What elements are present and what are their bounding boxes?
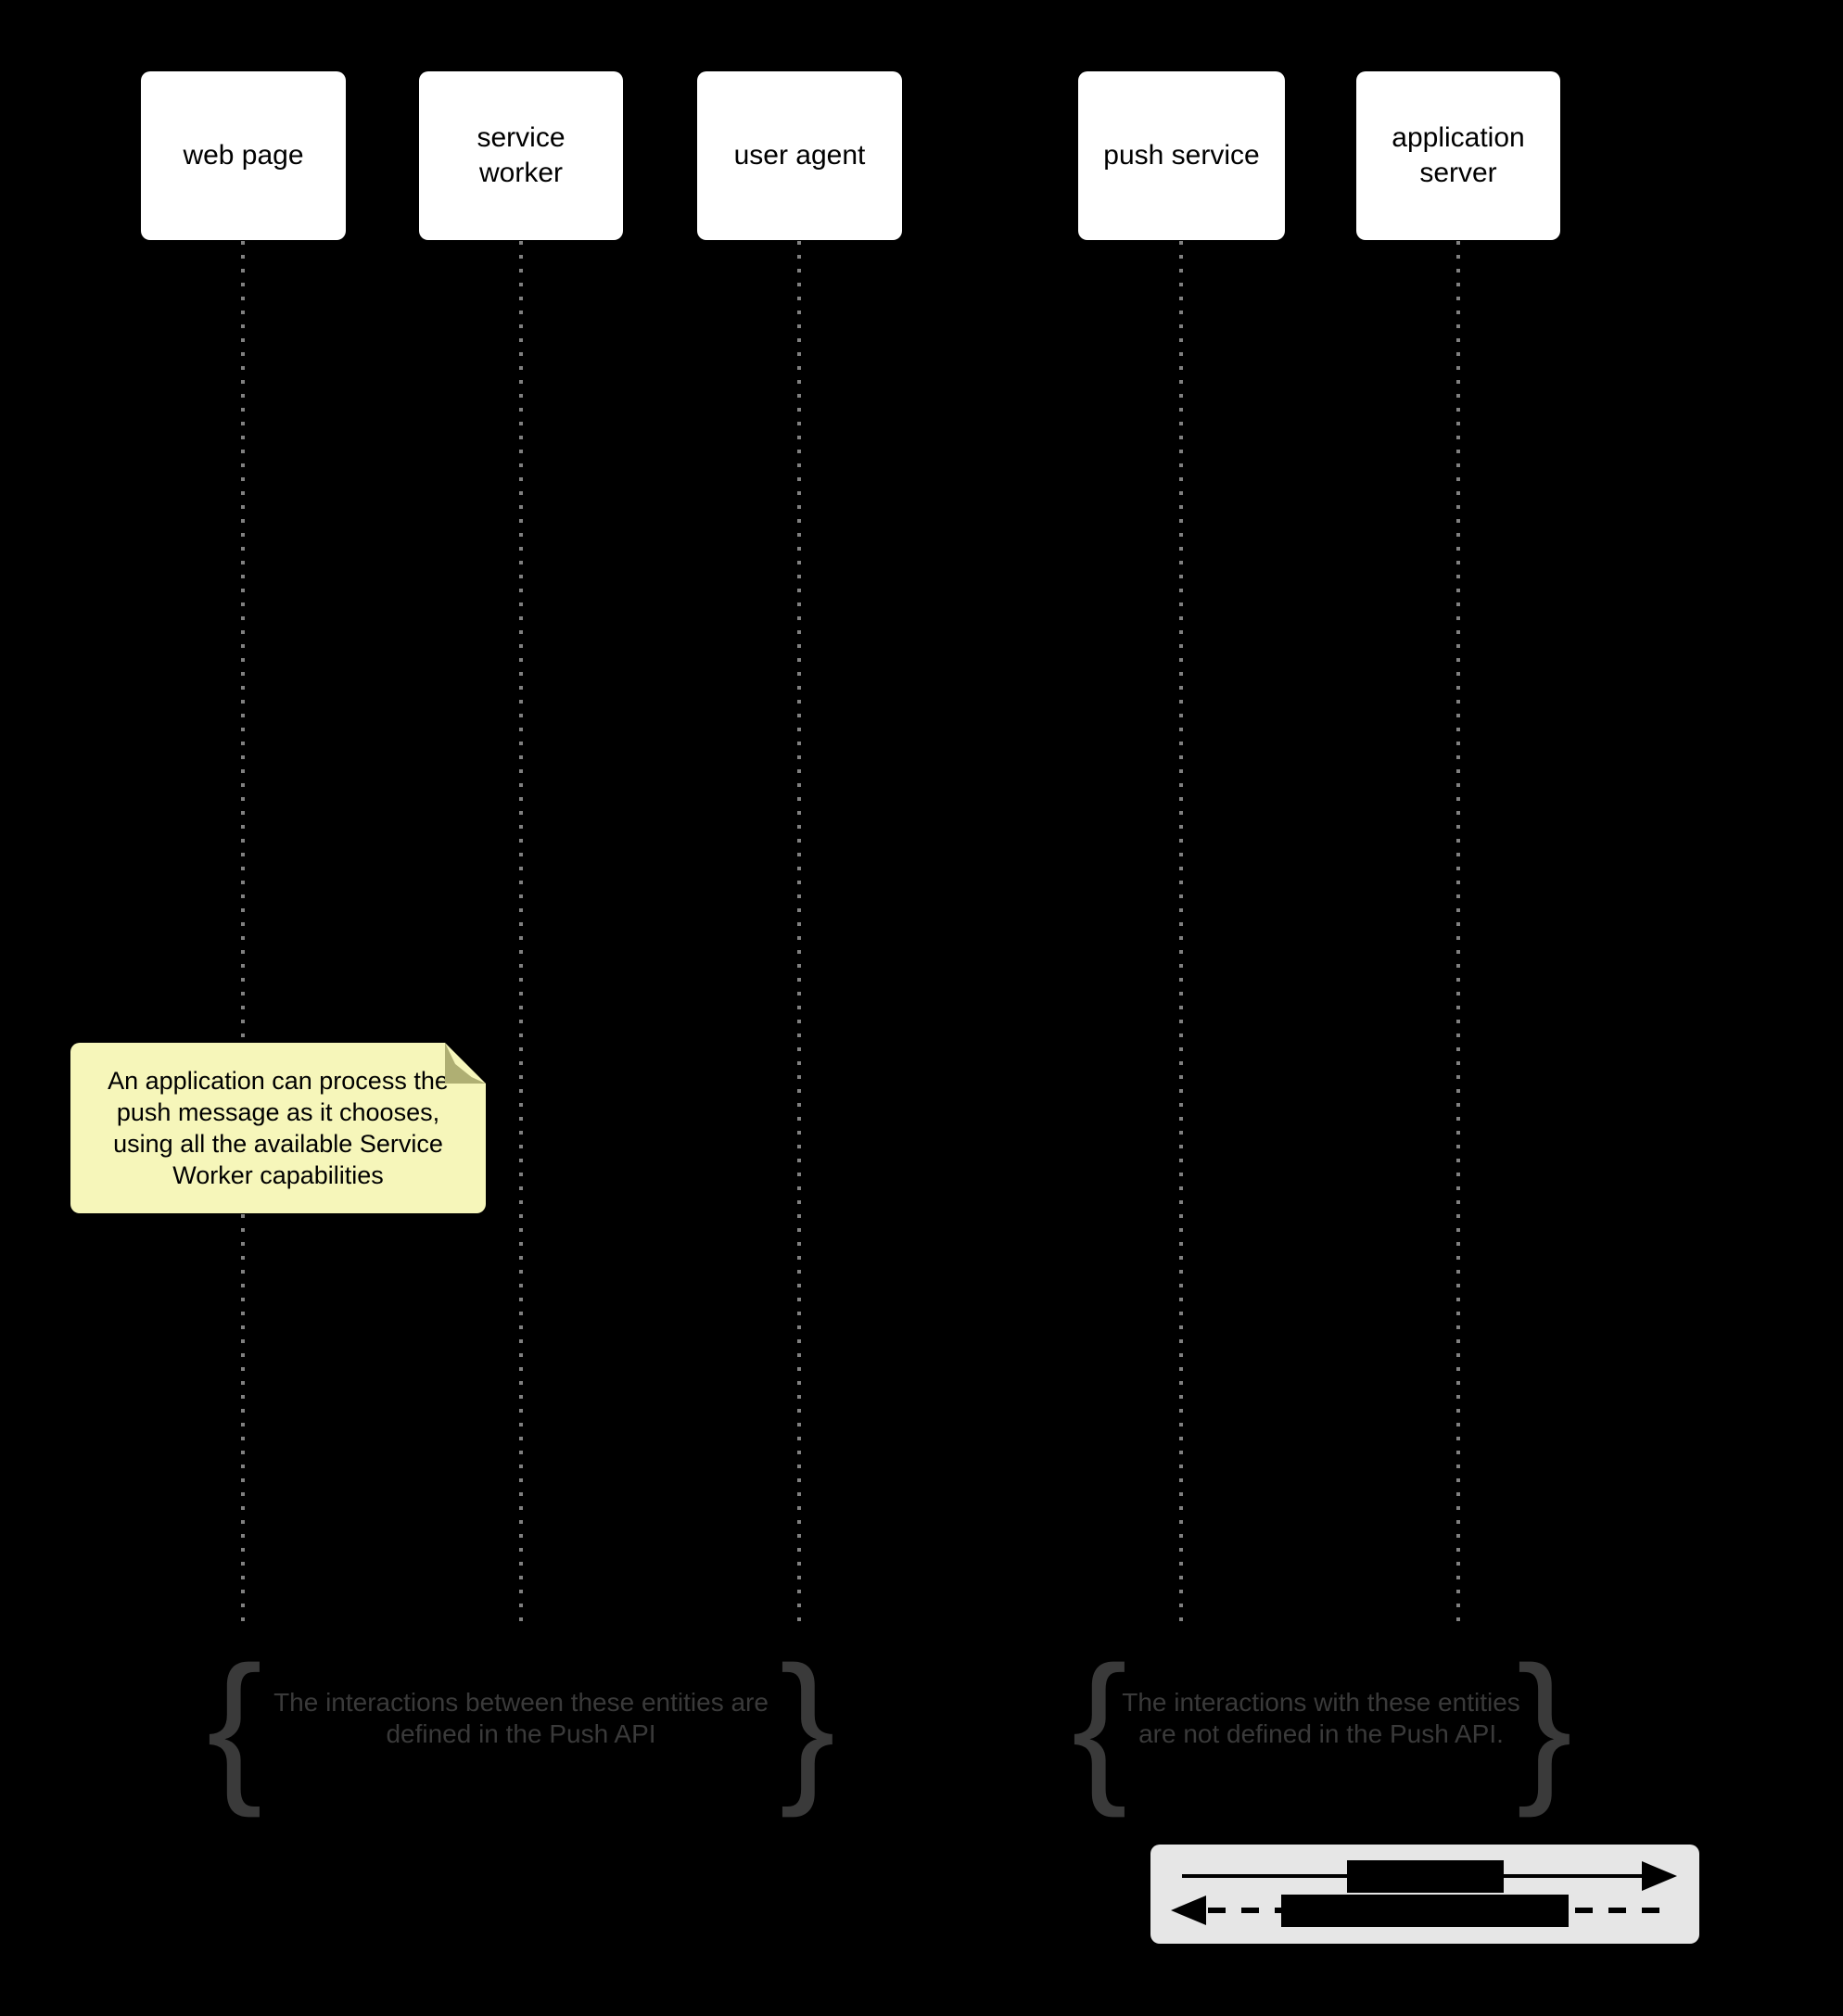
solid-arrow-right-icon	[1642, 1861, 1677, 1891]
lifeline-user-agent	[797, 241, 801, 1629]
lifeline-web-page	[241, 241, 245, 1629]
note-line: using all the available Service	[113, 1130, 443, 1158]
actor-label: worker	[478, 158, 563, 188]
annotation-line: The interactions with these entities	[1122, 1688, 1520, 1717]
legend-row1-redacted-label-block	[1347, 1860, 1504, 1893]
note-line: An application can process the	[108, 1067, 449, 1095]
brace-close-left-group: }	[779, 1632, 836, 1819]
annotation-line: are not defined in the Push API.	[1138, 1719, 1504, 1748]
annotation-line: The interactions between these entities …	[273, 1688, 769, 1717]
lifeline-application-server	[1456, 241, 1460, 1629]
actor-label: server	[1419, 158, 1497, 188]
actor-label: push service	[1103, 140, 1260, 171]
actor-label: user agent	[733, 140, 866, 171]
note-line: Worker capabilities	[172, 1161, 384, 1189]
lifeline-service-worker	[519, 241, 523, 1629]
dashed-arrow-left-icon	[1171, 1896, 1206, 1925]
annotation-line: defined in the Push API	[386, 1719, 656, 1748]
brace-open-left-group: {	[206, 1632, 263, 1819]
annotation-push-api-not-defined: The interactions with these entities are…	[1061, 1687, 1581, 1750]
note-text: An application can process the push mess…	[70, 1043, 486, 1191]
brace-open-right-group: {	[1071, 1632, 1128, 1819]
actor-label: application	[1392, 122, 1525, 153]
legend-row2-redacted-label-block	[1281, 1895, 1569, 1927]
actor-box-user-agent: user agent	[697, 71, 902, 240]
actor-box-application-server: application server	[1356, 71, 1560, 240]
actor-box-push-service: push service	[1078, 71, 1285, 240]
lifeline-push-service	[1179, 241, 1183, 1629]
brace-close-right-group: }	[1516, 1632, 1573, 1819]
legend-box	[1150, 1845, 1699, 1944]
actor-box-service-worker: service worker	[419, 71, 623, 240]
note: An application can process the push mess…	[70, 1043, 486, 1213]
note-line: push message as it chooses,	[116, 1098, 440, 1126]
annotation-push-api-defined: The interactions between these entities …	[261, 1687, 781, 1750]
actor-label: service	[477, 122, 566, 153]
actor-label: web page	[183, 140, 304, 171]
actor-box-web-page: web page	[141, 71, 346, 240]
